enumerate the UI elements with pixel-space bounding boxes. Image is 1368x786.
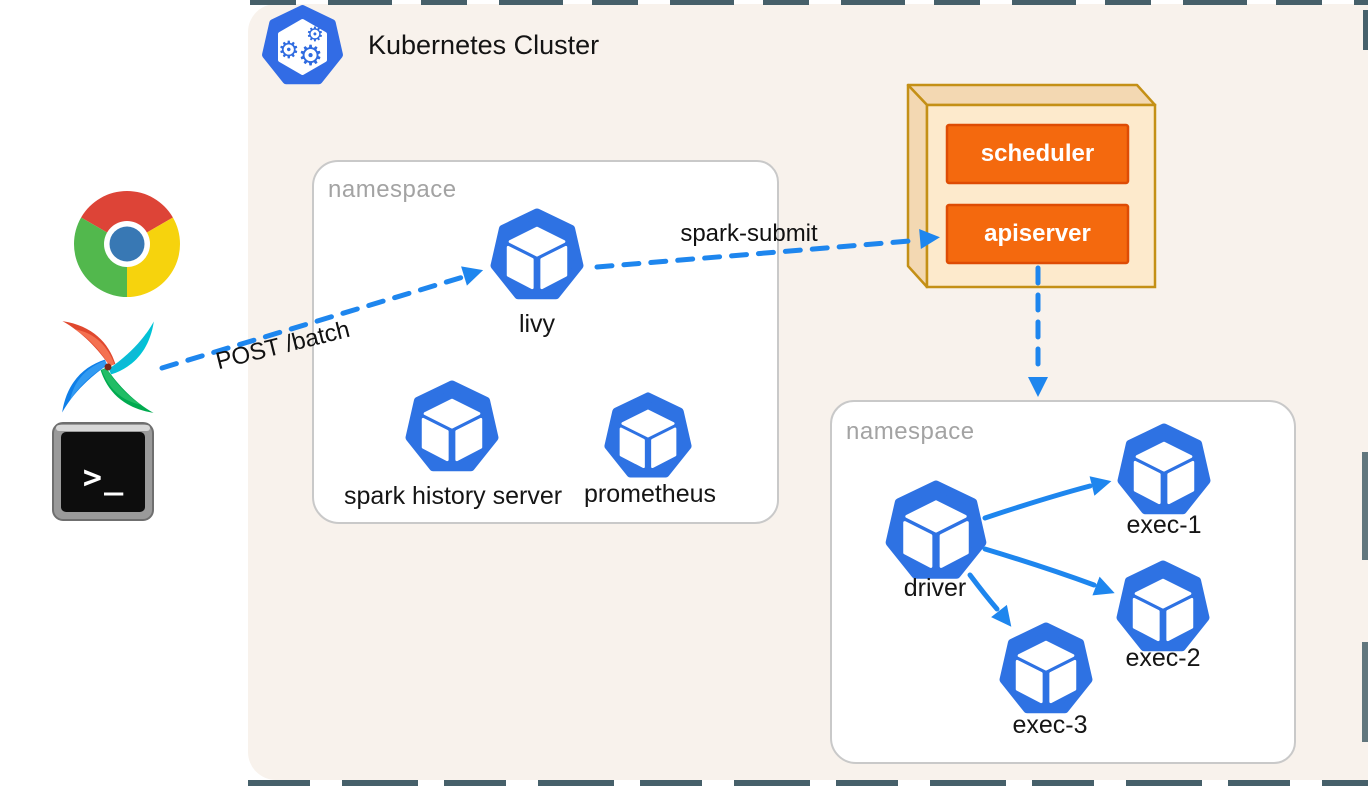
pod-label-livy: livy <box>518 310 556 338</box>
gear-icon: ⚙ <box>306 22 324 46</box>
page-title: Kubernetes Cluster <box>368 30 600 60</box>
pod-icon-livy <box>495 213 579 295</box>
arrowhead-exec1 <box>1089 476 1112 496</box>
chrome-icon <box>73 190 181 297</box>
pod-label-prometheus: prometheus <box>583 480 717 508</box>
pod-label-driver: driver <box>903 574 967 602</box>
terminal-icon <box>52 422 154 521</box>
control-plane-box <box>906 83 1157 289</box>
pod-icon-exec-1 <box>1122 428 1206 510</box>
pod-icon-spark-history-server <box>410 385 494 467</box>
spark-submit-label: spark-submit <box>680 220 818 247</box>
pod-icon-prometheus <box>608 397 687 474</box>
torn-edge-top <box>250 0 1368 5</box>
apiserver-label: apiserver <box>984 220 1091 247</box>
scheduler-box <box>945 123 1130 185</box>
torn-edge-right <box>1362 642 1368 742</box>
scheduler-label: scheduler <box>980 140 1095 167</box>
torn-edge-right <box>1362 452 1368 560</box>
pod-icon-exec-3 <box>1004 627 1088 709</box>
pod-label-spark-history-server: spark history server <box>343 482 563 510</box>
namespace-1-label: namespace <box>328 176 457 203</box>
arrowhead-exec2 <box>1092 576 1115 596</box>
arrowhead-apiserver-down <box>1028 377 1048 397</box>
gear-icon: ⚙ <box>298 39 324 72</box>
kubernetes-logo-icon <box>262 5 343 85</box>
arrowhead-spark-submit <box>919 229 940 249</box>
torn-edge-bottom <box>248 780 1368 786</box>
torn-edge-right <box>1363 10 1368 50</box>
pod-icon-exec-2 <box>1121 565 1205 647</box>
arrow-driver-exec1 <box>982 483 1093 521</box>
gear-icon: ⚙ <box>278 36 300 64</box>
arrow-driver-exec2 <box>982 546 1097 588</box>
arrow-spark-submit <box>594 238 913 270</box>
pod-icon-driver <box>890 485 981 574</box>
arrowhead-post-batch <box>461 266 484 286</box>
arrowhead-exec3 <box>991 604 1012 627</box>
namespace-2-label: namespace <box>846 418 975 445</box>
arrow-driver-exec3 <box>967 572 1000 612</box>
pod-label-exec-3: exec-3 <box>1012 711 1088 739</box>
terminal-prompt-glyph: >_ <box>82 458 126 496</box>
pod-label-exec-2: exec-2 <box>1125 644 1201 672</box>
pod-label-exec-1: exec-1 <box>1126 511 1202 539</box>
apiserver-box <box>945 203 1130 265</box>
arrow-post-batch <box>159 274 466 371</box>
airflow-icon <box>62 321 154 413</box>
